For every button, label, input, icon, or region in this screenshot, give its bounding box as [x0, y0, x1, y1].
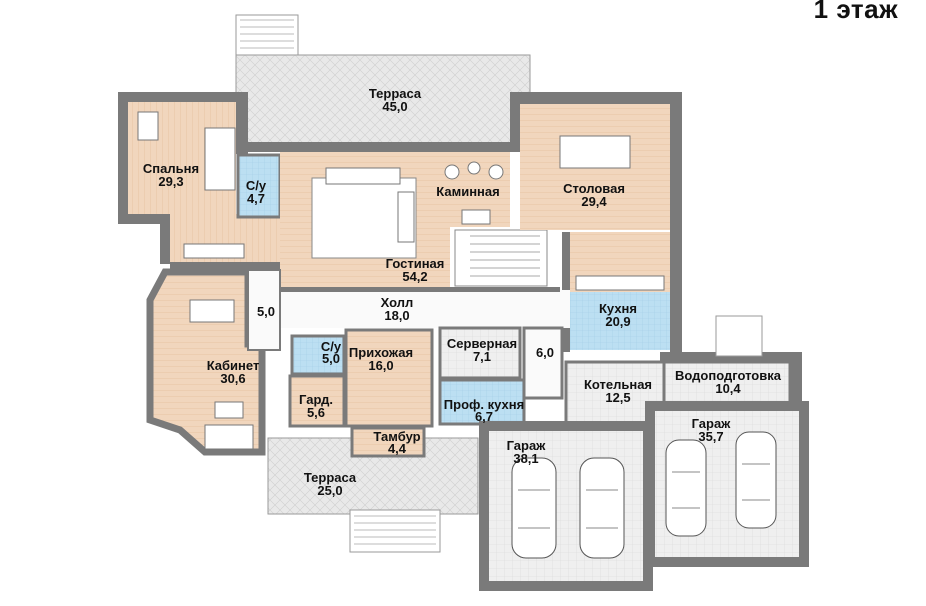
- room-name: Каминная: [436, 184, 499, 199]
- room-area: 6,0: [536, 345, 554, 360]
- room-name: С/у: [246, 178, 267, 193]
- room-name: Серверная: [447, 336, 517, 351]
- room-name: Котельная: [584, 377, 652, 392]
- room-area: 16,0: [368, 358, 393, 373]
- room-area: 29,3: [158, 174, 183, 189]
- wardrobe-unit-icon: [183, 243, 245, 259]
- fireplace-icon: [461, 209, 491, 225]
- kitchen-counter-icon: [575, 275, 665, 291]
- server-floor: [438, 326, 522, 380]
- room-area: 30,6: [220, 371, 245, 386]
- room-area: 38,1: [513, 451, 538, 466]
- hall-floor: [280, 290, 570, 328]
- car-icon: [511, 431, 777, 559]
- dining-table-icon: [559, 135, 631, 169]
- armchair-icon-2: [467, 161, 481, 175]
- room-name: Холл: [381, 295, 414, 310]
- room-area: 4,4: [388, 441, 407, 456]
- armchair-icon-3: [488, 164, 504, 180]
- sofa-icon: [325, 167, 401, 185]
- water-porch: [715, 315, 763, 357]
- room-name: Терраса: [304, 470, 357, 485]
- room-name: Столовая: [563, 181, 625, 196]
- room-name: Кабинет: [207, 358, 260, 373]
- floor-title: 1 этаж: [813, 0, 898, 24]
- study-table-icon: [214, 401, 244, 419]
- room-name: Проф. кухня: [444, 397, 524, 412]
- room-name: Прихожая: [349, 345, 413, 360]
- room-area: 18,0: [384, 308, 409, 323]
- hall-wall: [280, 287, 560, 292]
- room-area: 54,2: [402, 269, 427, 284]
- room-area: 4,7: [247, 191, 265, 206]
- room-area: 35,7: [698, 429, 723, 444]
- armchair-icon: [444, 164, 460, 180]
- room-name: Спальня: [143, 161, 199, 176]
- entrance-floor: [344, 328, 434, 428]
- corridor-floor: [247, 269, 281, 351]
- study-sofa-icon: [204, 424, 254, 450]
- room-name: Гостиная: [386, 256, 445, 271]
- room-name: Кухня: [599, 301, 637, 316]
- car-windows: [518, 463, 770, 529]
- stairs-icon: [454, 229, 548, 287]
- bed-icon: [204, 127, 236, 191]
- room-name: Терраса: [369, 86, 422, 101]
- room-area: 5,0: [257, 304, 275, 319]
- room-area: 6,7: [475, 409, 493, 424]
- room-area: 5,6: [307, 405, 325, 420]
- room-area: 5,0: [322, 351, 340, 366]
- desk-icon: [137, 111, 159, 141]
- room-labels: Терраса 45,0 Спальня 29,3 С/у 4,7 Каминн…: [143, 86, 782, 498]
- exterior-walls: [118, 92, 802, 406]
- kitchen-floor: [570, 292, 670, 350]
- wardrobe-floor: [288, 374, 346, 428]
- wc-2-floor: [290, 334, 346, 376]
- room-name: Водоподготовка: [675, 368, 782, 383]
- room-name: Гараж: [507, 438, 547, 453]
- room-name: Гараж: [692, 416, 732, 431]
- room-name: С/у: [321, 339, 342, 354]
- room-area: 7,1: [473, 349, 491, 364]
- room-area: 29,4: [581, 194, 607, 209]
- study-desk-icon: [189, 299, 235, 323]
- vestibule-floor: [350, 426, 426, 458]
- terrace-top-area: [235, 14, 531, 144]
- room-area: 10,4: [715, 381, 741, 396]
- sofa-right-icon: [397, 191, 415, 243]
- stairs-steps: [470, 235, 540, 277]
- room-name: Тамбур: [373, 429, 420, 444]
- room-name: Гард.: [299, 392, 333, 407]
- room-area: 45,0: [382, 99, 407, 114]
- room-area: 25,0: [317, 483, 342, 498]
- room-area: 20,9: [605, 314, 630, 329]
- pantry-floor: [522, 326, 564, 400]
- room-area: 12,5: [605, 390, 630, 405]
